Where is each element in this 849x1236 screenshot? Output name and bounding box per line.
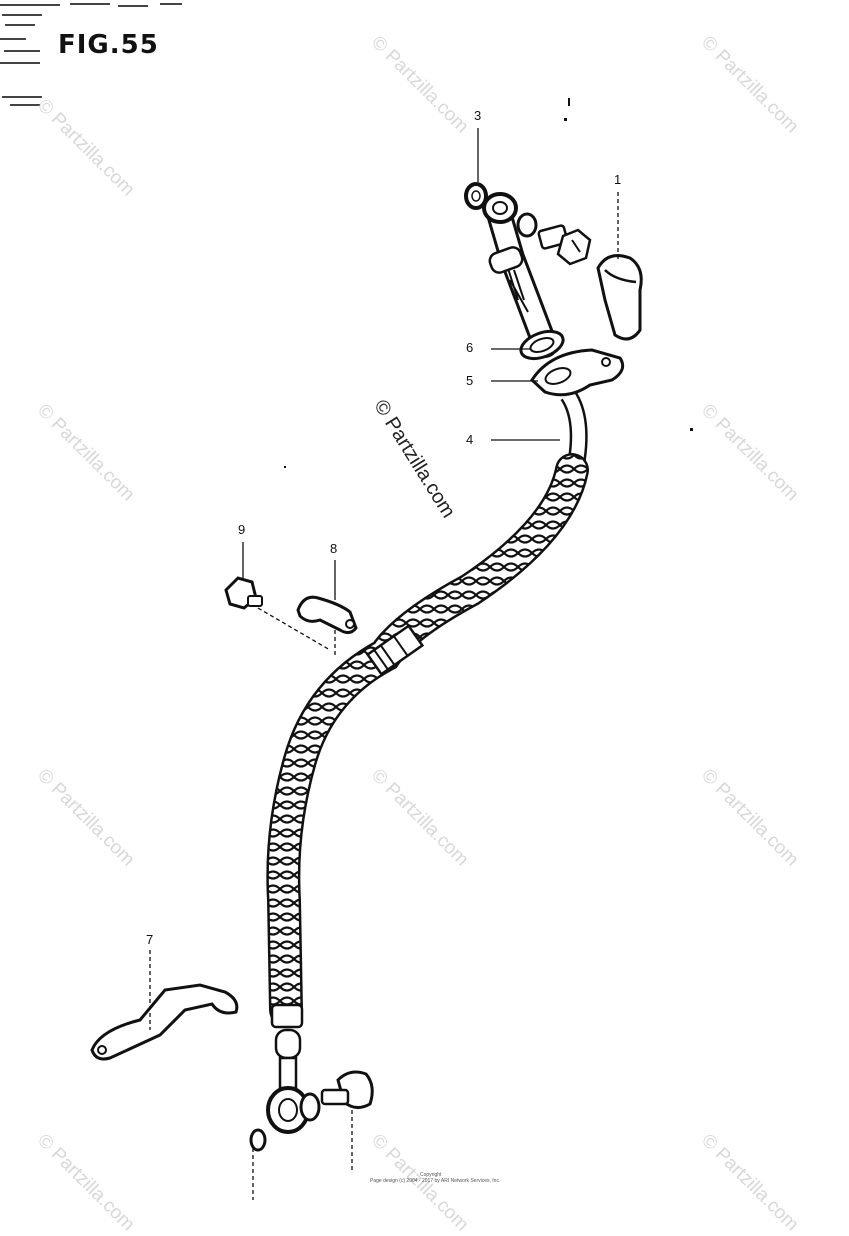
stay-bracket-icon — [90, 983, 239, 1061]
callout-6: 6 — [466, 340, 474, 355]
bolt-icon — [224, 576, 263, 610]
brake-hose-icon — [266, 192, 589, 1134]
footer-page-design: Page design (c) 2004 - 2017 by ARI Netwo… — [370, 1178, 501, 1184]
callout-9: 9 — [238, 522, 246, 537]
union-bolt-icon — [320, 1070, 374, 1109]
figure-title: FIG.55 — [58, 30, 159, 60]
callout-8: 8 — [330, 541, 338, 556]
callout-7: 7 — [146, 932, 154, 947]
stray-marks — [284, 98, 693, 468]
callout-5: 5 — [466, 373, 474, 388]
parts-diagram — [90, 98, 693, 1200]
union-bolt-icon — [537, 224, 592, 266]
leader-lines — [149, 128, 619, 1200]
clamp-icon — [296, 595, 358, 635]
callout-4: 4 — [466, 432, 474, 447]
clamp-icon — [519, 329, 625, 397]
cap-icon — [596, 254, 643, 341]
footer-copyright: Copyright — [420, 1172, 442, 1178]
scan-noise — [0, 3, 182, 106]
gasket-icon — [249, 182, 538, 1152]
callout-3: 3 — [474, 108, 482, 123]
callout-1: 1 — [614, 172, 622, 187]
